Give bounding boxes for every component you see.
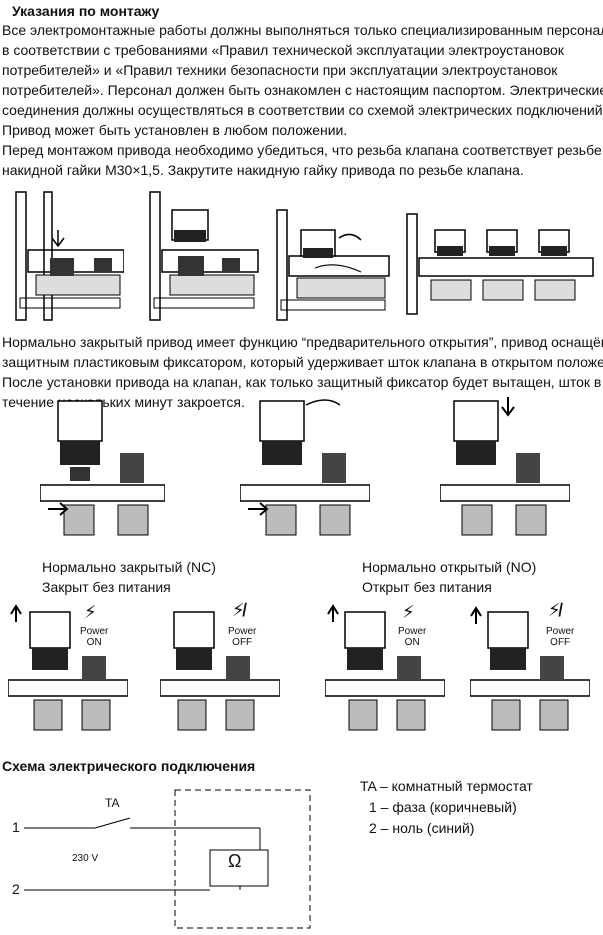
section-title-installation: Указания по монтажу [12, 3, 160, 19]
power-state: OFF [550, 637, 571, 648]
preopening-step-1-illustration [40, 400, 165, 536]
power-word: Power [546, 626, 575, 637]
nc-title: Нормально закрытый (NC) [42, 559, 216, 575]
no-power-off-illustration [470, 606, 590, 731]
install-step-2-illustration [149, 191, 259, 321]
lightning-icon: ⚡ [84, 602, 97, 622]
preopening-step-2-illustration [240, 399, 370, 536]
legend-item: TA – комнатный термостат [360, 778, 533, 794]
voltage-label: 230 V [72, 853, 99, 864]
text-line: соединения должны осуществляться в соотв… [2, 102, 603, 118]
wiring-legend: TA – комнатный термостат 1 – фаза (корич… [360, 776, 533, 839]
text-line: потребителей» и «Правил техники безопасн… [2, 62, 558, 78]
no-subtitle: Открыт без питания [362, 579, 492, 595]
lightning-crossed-icon: ⚡̸ [548, 600, 561, 620]
text-line: в соответствии с требованиями «Правил те… [2, 42, 564, 58]
wiring-diagram [24, 789, 311, 929]
legend-item: 2 – ноль (синий) [369, 820, 475, 836]
nc-subtitle: Закрыт без питания [42, 579, 171, 595]
nc-power-on-label: Power ON [80, 626, 108, 648]
text-line: Нормально закрытый привод имеет функцию … [2, 334, 603, 350]
installation-text: Все электромонтажные работы должны выпол… [2, 20, 603, 180]
lightning-icon: ⚡ [402, 602, 415, 622]
text-line: После установки привода на клапан, как т… [2, 374, 602, 390]
text-line: потребителей». Персонал должен быть озна… [2, 82, 603, 98]
terminal-1-label: 1 [12, 819, 20, 835]
ta-label: TA [105, 796, 120, 810]
text-line: Перед монтажом привода необходимо убедит… [2, 142, 602, 158]
power-word: Power [80, 626, 109, 637]
terminal-2-label: 2 [12, 881, 20, 897]
power-word: Power [228, 626, 257, 637]
section-title-wiring: Схема электрического подключения [2, 758, 256, 774]
nc-power-off-illustration [160, 611, 280, 731]
power-word: Power [398, 626, 427, 637]
install-step-1-illustration [15, 191, 124, 321]
power-state: ON [86, 637, 102, 648]
nc-power-on-illustration [8, 604, 128, 731]
omega-symbol: Ω [228, 851, 242, 871]
lightning-crossed-icon: ⚡̸ [232, 600, 245, 620]
legend-item: 1 – фаза (коричневый) [369, 799, 517, 815]
text-line: защитным пластиковым фиксатором, который… [2, 354, 603, 370]
no-power-on-label: Power ON [398, 626, 426, 648]
power-state: ON [404, 637, 420, 648]
install-step-3-illustration [276, 209, 390, 321]
text-line: Все электромонтажные работы должны выпол… [2, 22, 603, 38]
preopening-step-3-illustration [440, 397, 570, 536]
nc-power-off-label: Power OFF [228, 626, 256, 648]
power-state: OFF [232, 637, 253, 648]
text-line: Привод может быть установлен в любом пол… [2, 122, 348, 138]
no-title: Нормально открытый (NO) [362, 559, 537, 575]
text-line: накидной гайки M30×1,5. Закрутите накидн… [2, 162, 524, 178]
install-step-4-illustration [406, 213, 594, 315]
no-power-off-label: Power OFF [546, 626, 574, 648]
no-power-on-illustration [325, 604, 445, 731]
